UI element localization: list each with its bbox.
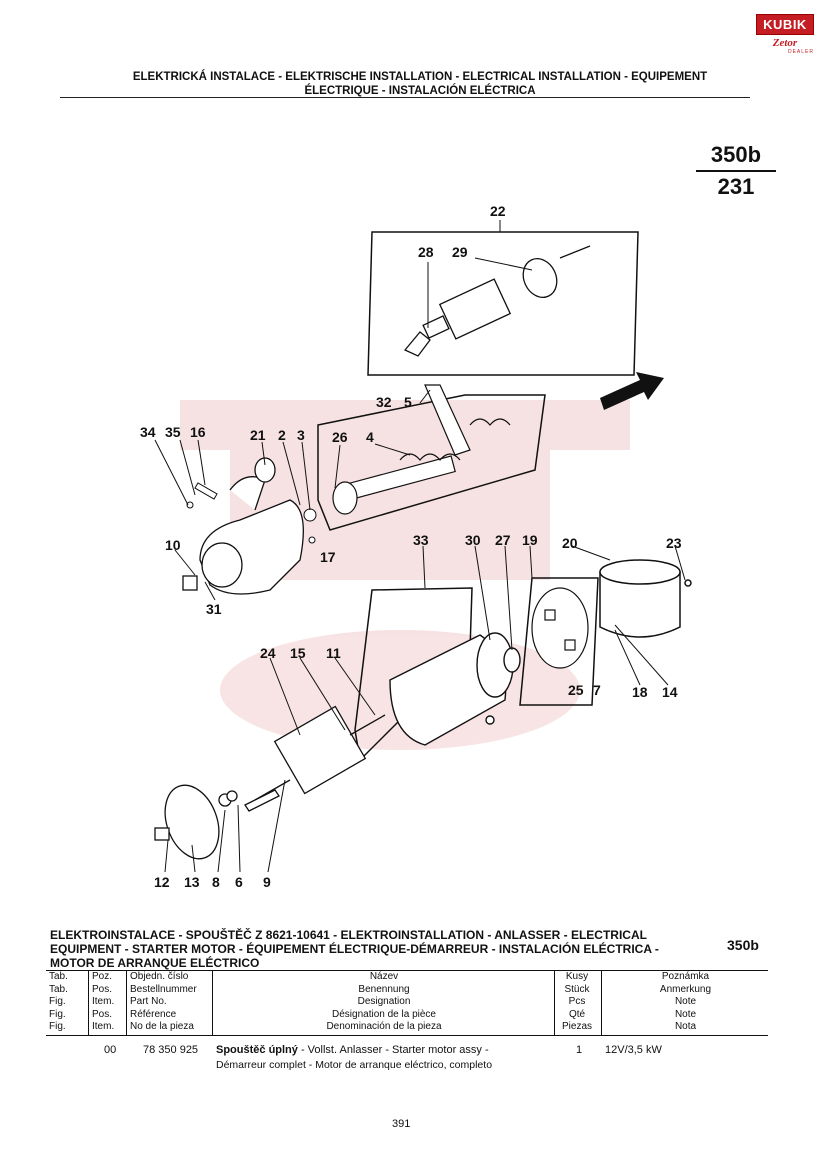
callout-20: 20 — [562, 535, 578, 551]
callout-34: 34 — [140, 424, 156, 440]
parts-table-header: Tab.Tab.Fig.Fig.Fig. Poz.Pos.Item.Pos.It… — [46, 970, 768, 1036]
section-code: 350b — [727, 937, 759, 953]
group-box-19 — [519, 577, 599, 706]
row-qty: 1 — [576, 1044, 583, 1056]
callout-14: 14 — [662, 684, 678, 700]
callout-10: 10 — [165, 537, 181, 553]
col-poz: Poz.Pos.Item.Pos.Item. — [92, 971, 115, 1032]
callout-31: 31 — [206, 601, 222, 617]
row-name-line-2: Démarreur complet - Motor de arranque el… — [216, 1059, 493, 1071]
direction-arrow — [600, 372, 664, 410]
callout-12: 12 — [154, 874, 170, 890]
callout-8: 8 — [212, 874, 220, 890]
callout-24: 24 — [260, 645, 276, 661]
callout-13: 13 — [184, 874, 200, 890]
row-name-bold: Spouštěč úplný — [216, 1044, 298, 1056]
solenoid-plunger — [403, 245, 591, 357]
callout-25: 25 — [568, 682, 584, 698]
logo-small: DEALER — [787, 49, 814, 55]
page-code-top: 350b — [696, 142, 776, 172]
callout-27: 27 — [495, 532, 511, 548]
callout-22: 22 — [490, 203, 506, 219]
page-code: 350b 231 — [696, 142, 776, 200]
callout-17: 17 — [320, 549, 336, 565]
logo-brand: KUBIK — [756, 14, 814, 35]
shift-lever — [424, 384, 471, 456]
page-number: 391 — [392, 1118, 411, 1130]
section-title-line-1: ELEKTROINSTALACE - SPOUŠTĚČ Z 8621-10641… — [50, 928, 647, 942]
header-divider — [60, 97, 750, 98]
row-name: Spouštěč úplný - Vollst. Anlasser - Star… — [216, 1044, 566, 1071]
callout-23: 23 — [666, 535, 682, 551]
header-line-1: ELEKTRICKÁ INSTALACE - ELEKTRISCHE INSTA… — [132, 71, 708, 83]
callout-16: 16 — [190, 424, 206, 440]
group-box-22 — [367, 231, 639, 376]
drive-pinion — [332, 418, 511, 515]
callout-9: 9 — [263, 874, 271, 890]
callout-21: 21 — [250, 427, 266, 443]
drive-end-housing — [182, 457, 304, 595]
callout-18: 18 — [632, 684, 648, 700]
end-cover — [599, 559, 692, 638]
callout-5: 5 — [404, 394, 412, 410]
callout-28: 28 — [418, 244, 434, 260]
callout-7: 7 — [593, 682, 601, 698]
bolt-pin — [186, 482, 317, 544]
yoke-field-housing — [389, 632, 521, 746]
page-code-bottom: 231 — [717, 174, 755, 199]
row-pos: 00 — [104, 1044, 117, 1056]
row-name-rest: - Vollst. Anlasser - Starter motor assy … — [297, 1044, 489, 1056]
callout-26: 26 — [332, 429, 348, 445]
callout-19: 19 — [522, 532, 538, 548]
callout-35: 35 — [165, 424, 181, 440]
section-title-line-3: MOTOR DE ARRANQUE ELÉCTRICO — [50, 956, 260, 970]
callout-4: 4 — [366, 429, 374, 445]
callout-6: 6 — [235, 874, 243, 890]
callout-30: 30 — [465, 532, 481, 548]
section-title: ELEKTROINSTALACE - SPOUŠTĚČ Z 8621-10641… — [50, 928, 710, 970]
logo-sub: Zetor — [772, 37, 798, 49]
row-part-no: 78 350 925 — [143, 1044, 199, 1056]
callout-2: 2 — [278, 427, 286, 443]
callout-33: 33 — [413, 532, 429, 548]
header-line-2: ÉLECTRIQUE - INSTALACIÓN ELÉCTRICA — [304, 85, 536, 97]
page-header: ELEKTRICKÁ INSTALACE - ELEKTRISCHE INSTA… — [80, 70, 760, 98]
commutator-end-plate — [154, 784, 238, 860]
col-tab: Tab.Tab.Fig.Fig.Fig. — [49, 971, 68, 1032]
callout-11: 11 — [326, 645, 341, 661]
callout-15: 15 — [290, 645, 306, 661]
callout-29: 29 — [452, 244, 468, 260]
group-box-32 — [317, 394, 546, 531]
section-title-line-2: EQUIPMENT - STARTER MOTOR - ÉQUIPEMENT É… — [50, 942, 659, 956]
row-note: 12V/3,5 kW — [605, 1044, 662, 1056]
callout-3: 3 — [297, 427, 305, 443]
dealer-logo: KUBIK Zetor DEALER — [756, 14, 814, 55]
callout-32: 32 — [376, 394, 392, 410]
